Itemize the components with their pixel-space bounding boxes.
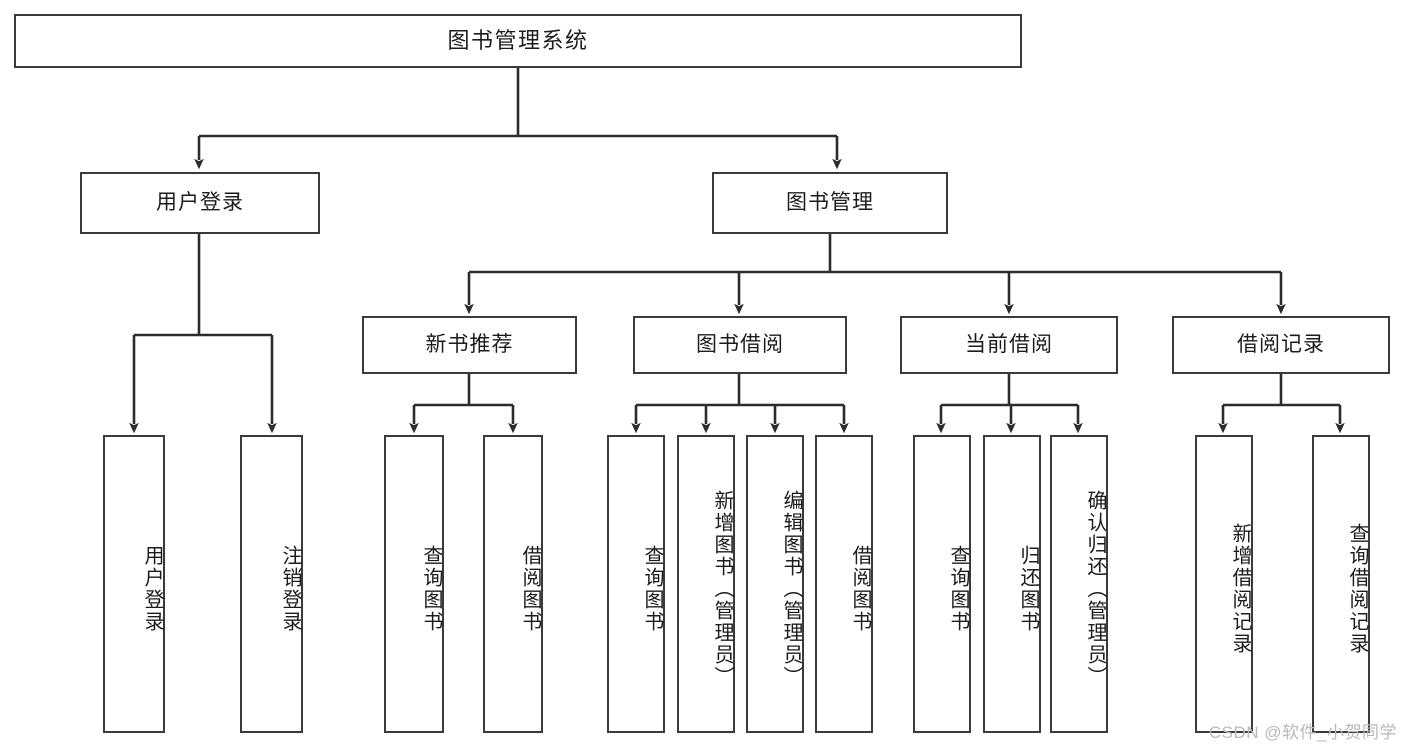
node-borrow-record[interactable]: 借阅记录 (1172, 316, 1390, 374)
node-leaf-return-book[interactable]: 归还图书 (983, 435, 1041, 733)
node-leaf-query-book-borrow[interactable]: 查询图书 (607, 435, 665, 733)
node-leaf-user-login[interactable]: 用户登录 (103, 435, 165, 733)
node-leaf-add-book-admin[interactable]: 新增图书（管理员） (677, 435, 735, 733)
node-label: 借阅图书 (519, 545, 541, 633)
node-leaf-borrow-book[interactable]: 借阅图书 (815, 435, 873, 733)
node-leaf-logout-login[interactable]: 注销登录 (240, 435, 303, 733)
node-leaf-query-borrow-record[interactable]: 查询借阅记录 (1312, 435, 1370, 733)
node-leaf-borrow-book-recommend[interactable]: 借阅图书 (483, 435, 543, 733)
node-leaf-query-book-recommend[interactable]: 查询图书 (384, 435, 444, 733)
node-user-login[interactable]: 用户登录 (80, 172, 320, 234)
watermark: CSDN @软件_小贺同学 (1208, 723, 1397, 742)
node-label: 当前借阅 (965, 332, 1053, 356)
node-label: 借阅图书 (849, 545, 871, 633)
node-current-borrow[interactable]: 当前借阅 (900, 316, 1118, 374)
node-root-book-management-system[interactable]: 图书管理系统 (14, 14, 1022, 68)
node-label: 图书借阅 (696, 332, 784, 356)
node-leaf-add-borrow-record[interactable]: 新增借阅记录 (1195, 435, 1253, 733)
node-label: 图书管理 (786, 190, 874, 214)
node-label: 图书管理系统 (447, 28, 589, 54)
node-label: 用户登录 (156, 190, 244, 214)
node-label: 用户登录 (141, 545, 163, 633)
node-book-management[interactable]: 图书管理 (712, 172, 948, 234)
node-leaf-edit-book-admin[interactable]: 编辑图书（管理员） (746, 435, 804, 733)
node-label: 编辑图书（管理员） (780, 490, 802, 688)
node-new-book-recommend[interactable]: 新书推荐 (362, 316, 577, 374)
node-label: 注销登录 (279, 545, 301, 633)
node-label: 查询借阅记录 (1346, 523, 1368, 655)
node-leaf-query-book-current[interactable]: 查询图书 (913, 435, 971, 733)
node-label: 查询图书 (947, 545, 969, 633)
node-label: 归还图书 (1017, 545, 1039, 633)
node-label: 确认归还（管理员） (1084, 490, 1106, 688)
node-label: 新书推荐 (425, 332, 514, 356)
node-leaf-confirm-return-admin[interactable]: 确认归还（管理员） (1050, 435, 1108, 733)
node-label: 查询图书 (420, 545, 442, 633)
node-label: 新增借阅记录 (1229, 523, 1251, 655)
node-label: 借阅记录 (1237, 332, 1325, 356)
node-label: 查询图书 (641, 545, 663, 633)
node-label: 新增图书（管理员） (711, 490, 733, 688)
node-book-borrow[interactable]: 图书借阅 (633, 316, 847, 374)
